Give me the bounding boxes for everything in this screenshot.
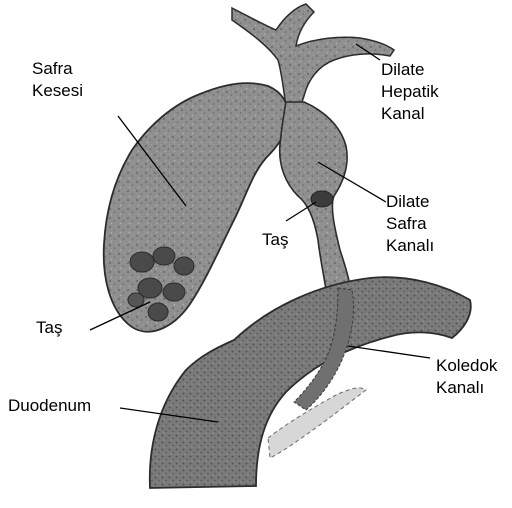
label-gallbladder-line-2: Kesesi: [32, 80, 83, 102]
leader-common-bile-duct: [348, 346, 430, 358]
label-bile-duct-line-2: Safra: [386, 213, 434, 235]
label-bile-duct: Dilate Safra Kanalı: [386, 191, 434, 257]
duodenum-shape: [150, 277, 471, 488]
label-hepatic-duct: Dilate Hepatik Kanal: [381, 59, 439, 125]
label-stone-lower: Taş: [36, 317, 62, 339]
label-bile-duct-line-1: Dilate: [386, 191, 434, 213]
label-gallbladder: Safra Kesesi: [32, 58, 83, 102]
label-gallbladder-line-1: Safra: [32, 58, 83, 80]
label-common-bile-duct-line-1: Koledok: [436, 355, 497, 377]
duct-stone: [311, 191, 333, 207]
label-common-bile-duct-line-2: Kanalı: [436, 377, 497, 399]
label-hepatic-duct-line-3: Kanal: [381, 103, 439, 125]
label-hepatic-duct-line-2: Hepatik: [381, 81, 439, 103]
label-stone-upper: Taş: [262, 229, 288, 251]
label-common-bile-duct: Koledok Kanalı: [436, 355, 497, 399]
label-bile-duct-line-3: Kanalı: [386, 235, 434, 257]
label-duodenum: Duodenum: [8, 395, 91, 417]
label-hepatic-duct-line-1: Dilate: [381, 59, 439, 81]
